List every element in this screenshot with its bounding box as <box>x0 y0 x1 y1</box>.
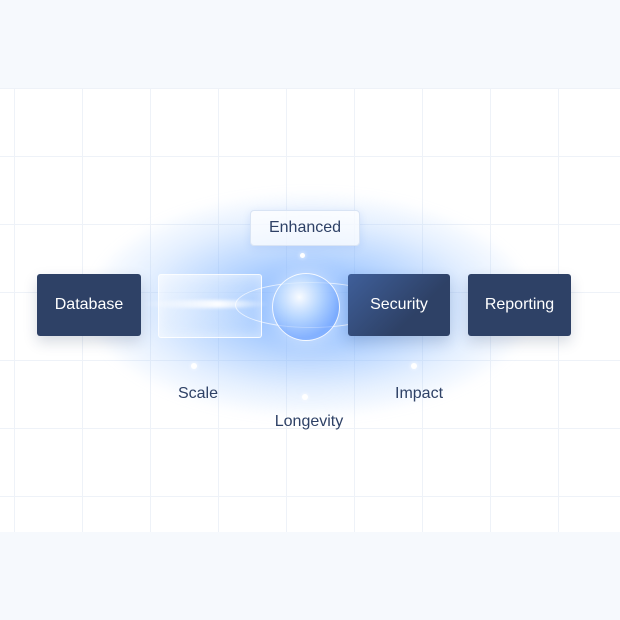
reporting-label: Reporting <box>484 296 555 313</box>
enhanced-label: Enhanced <box>268 219 342 236</box>
attribute-label-impact: Impact <box>394 385 444 402</box>
connector-dot-scale <box>191 363 197 369</box>
connector-dot-impact <box>411 363 417 369</box>
connector-dot-longevity <box>302 394 308 400</box>
attribute-label-longevity: Longevity <box>274 413 344 430</box>
database-label: Database <box>54 296 124 313</box>
glass-sphere <box>272 273 340 341</box>
security-label: Security <box>370 296 428 313</box>
light-beam <box>140 300 270 308</box>
reporting-node: Reporting <box>468 274 571 336</box>
connector-dot-top <box>300 253 305 258</box>
enhanced-chip: Enhanced <box>250 210 360 246</box>
database-node: Database <box>37 274 141 336</box>
attribute-label-scale: Scale <box>177 385 219 402</box>
security-node: Security <box>348 274 450 336</box>
